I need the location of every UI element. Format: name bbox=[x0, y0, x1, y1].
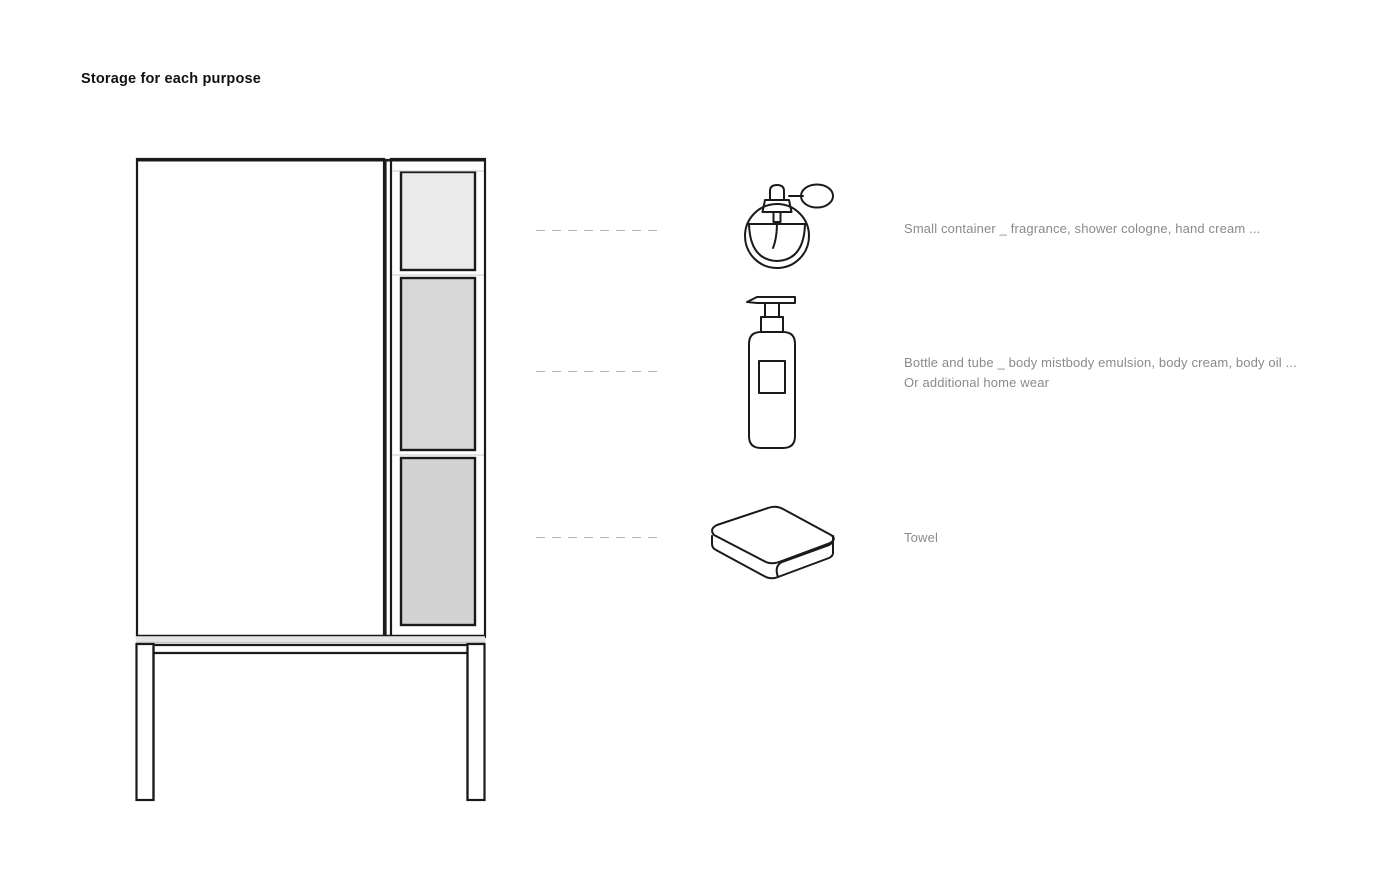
row-caption-3-line1: Towel bbox=[904, 530, 938, 545]
connector-dashed-line-3 bbox=[536, 537, 658, 538]
connector-dashed-line-2 bbox=[536, 371, 658, 372]
row-caption-1: Small container _ fragrance, shower colo… bbox=[904, 219, 1260, 239]
page-title: Storage for each purpose bbox=[81, 71, 261, 87]
shelf-bottom bbox=[399, 456, 477, 627]
cabinet-left-door bbox=[135, 157, 386, 639]
perfume-atomizer-icon bbox=[744, 183, 834, 269]
cabinet-plinth bbox=[136, 634, 485, 644]
shelf-top bbox=[399, 170, 477, 272]
storage-cabinet-illustration bbox=[135, 157, 487, 802]
row-caption-3: Towel bbox=[904, 528, 938, 548]
cabinet-shelves bbox=[392, 170, 484, 627]
row-caption-2-line2: Or additional home wear bbox=[904, 374, 1050, 390]
connector-dashed-line-1 bbox=[536, 230, 658, 231]
row-caption-2-line1: Bottle and tube _ body mistbody emulsion… bbox=[904, 355, 1297, 370]
leg-right bbox=[466, 642, 486, 802]
row-caption-1-line1: Small container _ fragrance, shower colo… bbox=[904, 221, 1261, 236]
shelf-middle bbox=[399, 276, 477, 452]
row-caption-2: Bottle and tube _ body mistbody emulsion… bbox=[904, 353, 1297, 392]
folded-towel-icon bbox=[711, 505, 835, 580]
leg-left bbox=[135, 642, 155, 802]
cabinet-leg-frame bbox=[135, 642, 486, 802]
pump-bottle-icon bbox=[746, 296, 796, 449]
